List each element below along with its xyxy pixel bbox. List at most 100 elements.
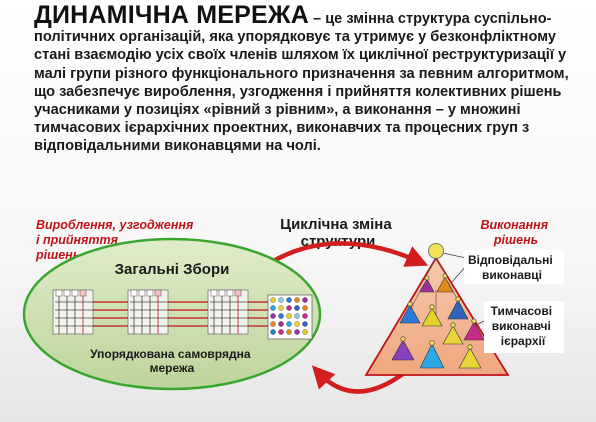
- definition-text: ДИНАМІЧНА МЕРЕЖА – це змінна структура с…: [34, 3, 590, 156]
- group-links: [130, 296, 168, 334]
- dot: [286, 321, 292, 327]
- agent-box: [210, 289, 218, 297]
- triangle-head: [429, 304, 435, 310]
- triangle-head: [429, 340, 435, 346]
- triangle-head: [424, 275, 430, 281]
- right-caption: Виконання рішень: [480, 218, 551, 247]
- dot: [278, 313, 284, 319]
- triangle-head: [450, 322, 456, 328]
- dot: [294, 321, 300, 327]
- dot: [278, 329, 284, 335]
- triangle-body: [458, 347, 482, 369]
- agent-box: [138, 289, 146, 297]
- network-caption-line-2: мережа: [150, 361, 195, 375]
- dot: [302, 313, 308, 319]
- hierarchy-triangle: [421, 304, 443, 327]
- center-caption-line-1: Циклічна зміна: [280, 216, 392, 233]
- group-matrix-2: [127, 289, 169, 335]
- hierarchy-triangle: [458, 344, 482, 369]
- hierarchy-label-line-1: Тимчасові: [491, 304, 552, 318]
- triangle-body: [463, 321, 485, 341]
- hierarchy-label-bg: [484, 301, 564, 353]
- triangle-head: [471, 318, 477, 324]
- leader-responsible: [442, 252, 467, 259]
- triangle-body: [447, 299, 469, 320]
- result-dots: [270, 297, 308, 335]
- agent-box: [63, 289, 71, 297]
- triangle-body: [399, 304, 421, 324]
- agent-box: [130, 289, 138, 297]
- triangle-body: [419, 343, 445, 369]
- dot: [286, 305, 292, 311]
- dot: [278, 321, 284, 327]
- dot: [302, 329, 308, 335]
- dot: [286, 297, 292, 303]
- dot: [286, 313, 292, 319]
- triangle-body: [419, 278, 435, 293]
- triangle-body: [391, 339, 415, 361]
- dot: [302, 321, 308, 327]
- hierarchy-triangles: [391, 273, 485, 369]
- responsible-label-bg: [464, 250, 564, 284]
- agent-box: [146, 289, 154, 297]
- hierarchy-triangle: [463, 318, 485, 341]
- dot: [294, 329, 300, 335]
- dot: [294, 297, 300, 303]
- responsible-label-line-2: виконавці: [482, 268, 542, 282]
- dot: [270, 321, 276, 327]
- dot: [302, 297, 308, 303]
- triangle-head: [442, 273, 448, 279]
- triangle-body: [436, 276, 454, 293]
- dot: [278, 297, 284, 303]
- hierarchy-label-line-3: ієрархії: [501, 334, 546, 348]
- triangle-head: [407, 301, 413, 307]
- network-caption: Упорядкована самоврядна мережа: [90, 347, 254, 375]
- responsible-label-line-1: Відповідальні: [468, 253, 553, 267]
- group-frame: [127, 289, 169, 335]
- agent-box: [226, 289, 234, 297]
- right-caption-line-2: рішень: [493, 233, 538, 247]
- dot: [302, 305, 308, 311]
- hierarchy-triangle: [399, 301, 421, 324]
- dot: [270, 329, 276, 335]
- triangle-head: [400, 336, 406, 342]
- dot: [270, 313, 276, 319]
- triangle-head: [467, 344, 473, 350]
- group-links: [210, 296, 248, 334]
- leader-responsible: [451, 265, 467, 283]
- assembly-title: Загальні Збори: [115, 261, 230, 278]
- cycle-arrow-top: [260, 241, 429, 270]
- dot: [270, 297, 276, 303]
- hierarchy-label-line-2: виконавчі: [492, 319, 551, 333]
- left-caption: Вироблення, узгодження і прийняття рішен…: [35, 218, 197, 262]
- hierarchy-triangle: [419, 275, 435, 293]
- triangle-head: [455, 296, 461, 302]
- group-connectors: [93, 301, 268, 327]
- hierarchy-triangle: [391, 336, 415, 361]
- hierarchy-triangle: [447, 296, 469, 320]
- definition-body: – це змінна структура суспільно-політичн…: [34, 11, 569, 155]
- network-caption-line-1: Упорядкована самоврядна: [90, 347, 251, 361]
- cycle-arrow-bottom: [311, 365, 410, 394]
- responsible-executor-node: [428, 243, 444, 259]
- dot: [278, 305, 284, 311]
- group-frame: [207, 289, 249, 335]
- dot: [294, 305, 300, 311]
- dot: [286, 329, 292, 335]
- hierarchy-label: Тимчасові виконавчі ієрархії: [491, 304, 556, 348]
- hierarchy-triangle: [419, 340, 445, 369]
- agent-box: [55, 289, 63, 297]
- left-caption-line-1: Вироблення, узгодження: [36, 218, 194, 232]
- agent-box: [218, 289, 226, 297]
- agent-box: [79, 289, 87, 297]
- hierarchy-triangle: [436, 273, 454, 293]
- result-grid: [267, 294, 313, 340]
- right-caption-line-1: Виконання: [480, 218, 548, 232]
- triangle-body: [442, 325, 464, 345]
- dot: [294, 313, 300, 319]
- group-links: [55, 296, 93, 334]
- agent-box: [154, 289, 162, 297]
- group-matrix-3: [207, 289, 249, 335]
- dot: [270, 305, 276, 311]
